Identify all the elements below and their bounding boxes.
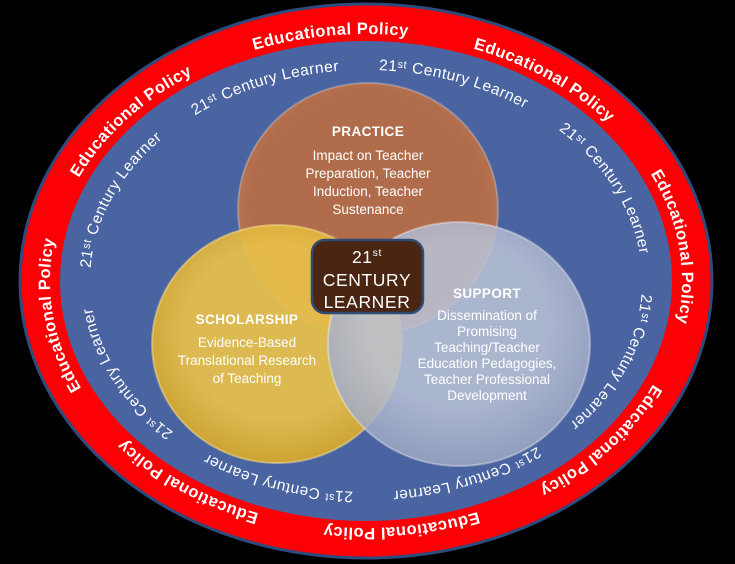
- center-box-rect: [312, 240, 423, 313]
- scholarship-text: SCHOLARSHIP Evidence-Based Translational…: [178, 312, 316, 386]
- support-title: SUPPORT: [453, 286, 521, 301]
- support-body-line: Promising: [457, 324, 517, 339]
- center-box: 21st CENTURY LEARNER: [310, 238, 425, 315]
- support-text: SUPPORT Dissemination of Promising Teach…: [418, 286, 557, 403]
- center-box-text: 21st CENTURY LEARNER: [323, 247, 411, 312]
- practice-body-line: Impact on Teacher: [313, 148, 424, 163]
- scholarship-title: SCHOLARSHIP: [196, 312, 299, 327]
- center-box-line2: CENTURY: [323, 270, 411, 290]
- scholarship-body-line: Translational Research: [178, 353, 316, 368]
- scholarship-body-line: Evidence-Based: [198, 335, 296, 350]
- center-box-line3: LEARNER: [324, 292, 411, 312]
- support-body-line: Dissemination of: [437, 308, 537, 323]
- outer-ring-border: [18, 2, 714, 560]
- practice-title: PRACTICE: [332, 124, 404, 139]
- practice-text: PRACTICE Impact on Teacher Preparation, …: [305, 124, 431, 217]
- center-box-border: [310, 238, 425, 315]
- practice-body-line: Induction, Teacher: [313, 184, 424, 199]
- support-body-line: Education Pedagogies,: [418, 356, 557, 371]
- practice-body-line: Sustenance: [332, 202, 403, 217]
- scholarship-body-line: of Teaching: [213, 371, 282, 386]
- practice-body-line: Preparation, Teacher: [305, 166, 431, 181]
- center-box-line1: 21st: [352, 247, 382, 267]
- support-body-line: Development: [447, 388, 527, 403]
- support-body-line: Teaching/Teacher: [434, 340, 540, 355]
- support-body-line: Teacher Professional: [424, 372, 550, 387]
